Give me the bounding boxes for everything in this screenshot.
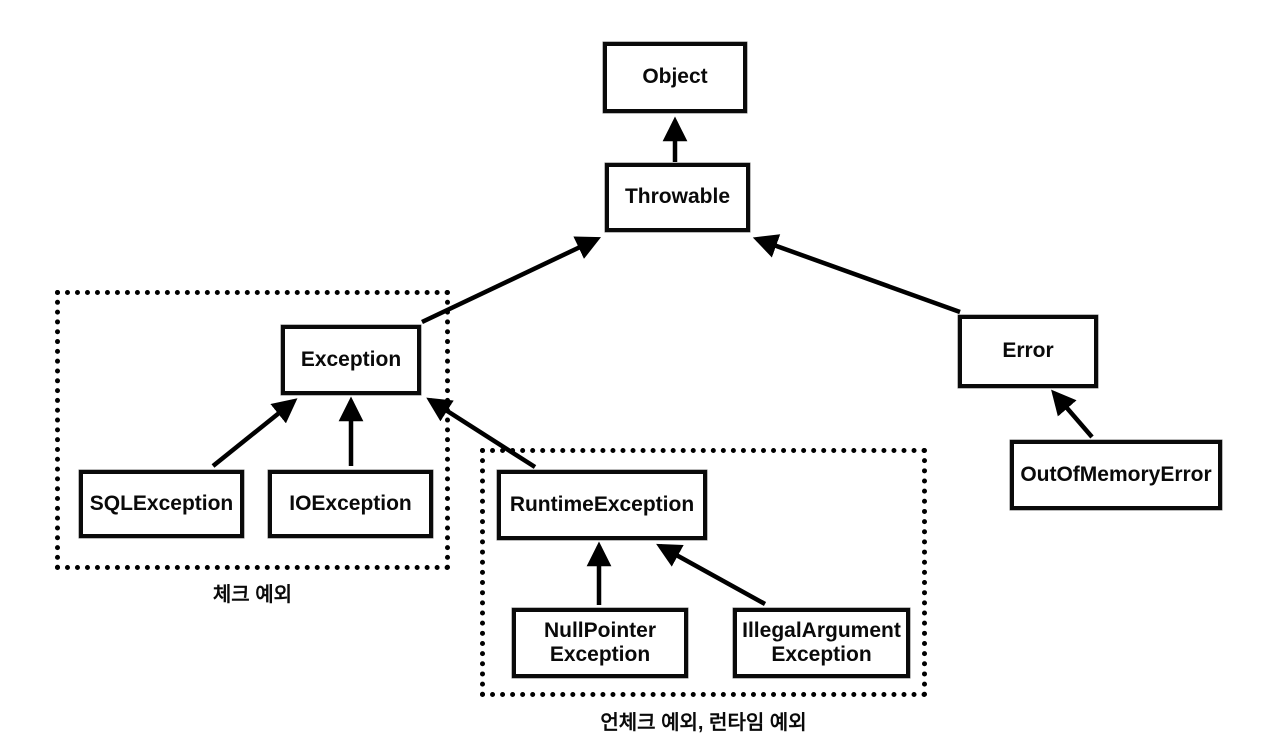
node-illegal-argument-exception: IllegalArgument Exception <box>733 608 910 678</box>
node-null-pointer-exception: NullPointer Exception <box>512 608 688 678</box>
node-exception: Exception <box>281 325 421 395</box>
node-object: Object <box>603 42 747 113</box>
node-sql-exception: SQLException <box>79 470 244 538</box>
node-out-of-memory-error: OutOfMemoryError <box>1010 440 1222 510</box>
unchecked-exception-group-label: 언체크 예외, 런타임 예외 <box>600 712 807 734</box>
node-runtime-exception: RuntimeException <box>497 470 707 540</box>
unchecked-exception-group-box <box>480 448 927 697</box>
node-throwable: Throwable <box>605 163 750 232</box>
node-error: Error <box>958 315 1098 388</box>
node-io-exception: IOException <box>268 470 433 538</box>
inheritance-arrow-error-to-throwable <box>752 234 961 315</box>
checked-exception-group-label: 체크 예외 <box>212 584 293 606</box>
inheritance-arrow-out_of_memory_error-to-error <box>1051 389 1094 439</box>
